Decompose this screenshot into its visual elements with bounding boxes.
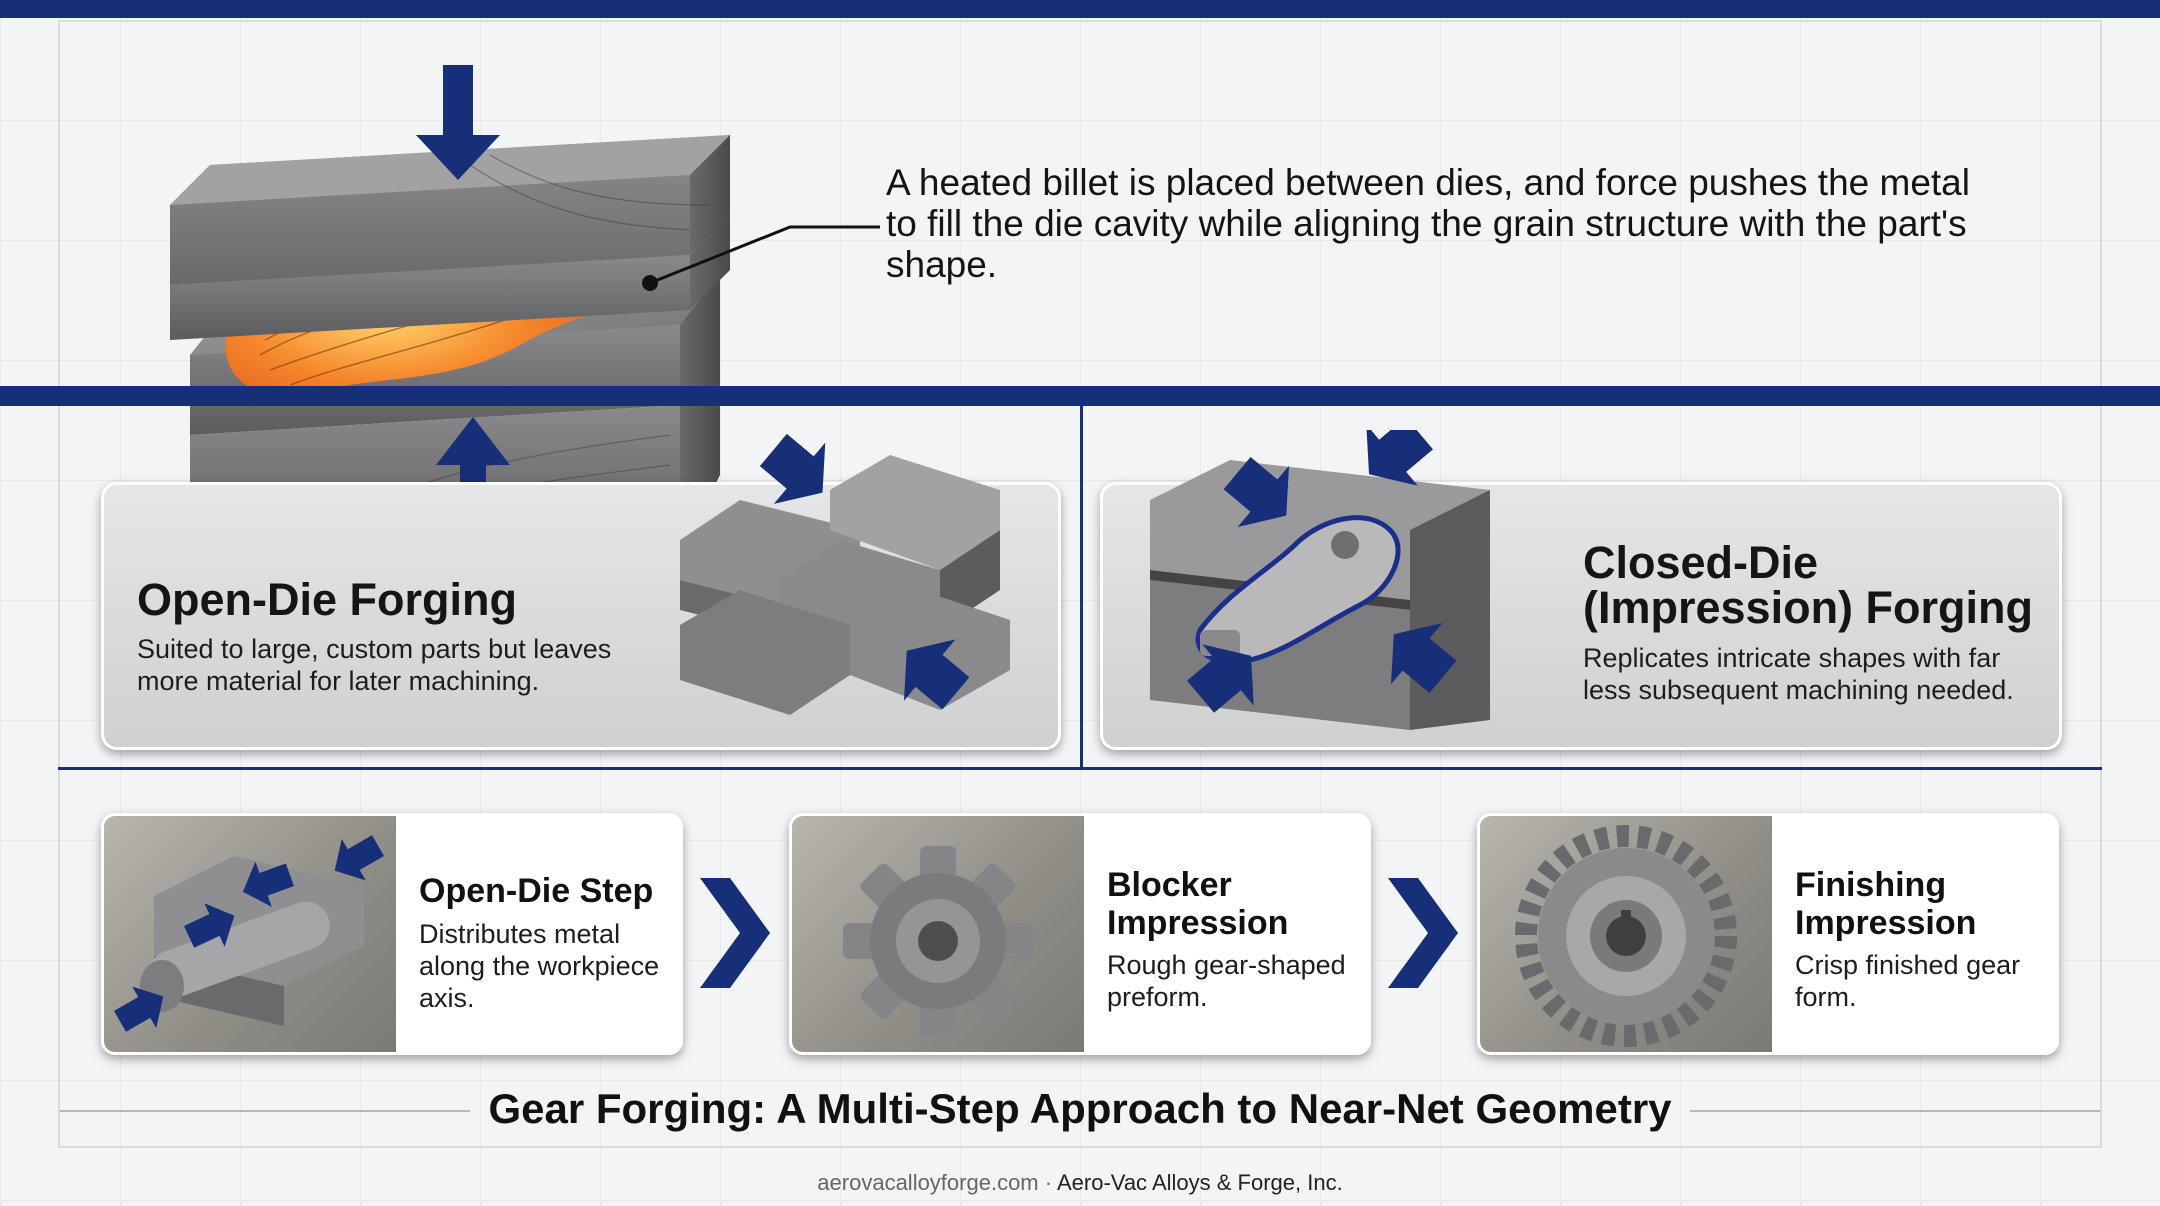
step-blocker-image — [792, 816, 1084, 1052]
open-die-title: Open-Die Forging — [137, 574, 517, 625]
step-card-blocker: Blocker Impression Rough gear-shaped pre… — [789, 813, 1371, 1055]
callout-leader-line — [642, 225, 880, 291]
open-die-blocks-illustration — [680, 433, 1010, 715]
top-accent-bar — [0, 0, 2160, 18]
step-open-die-image — [104, 816, 396, 1052]
closed-die-title-line1: Closed-Die — [1583, 537, 1819, 588]
credit-website: aerovacalloyforge.com — [817, 1170, 1039, 1195]
footer-rule-right — [1690, 1110, 2100, 1112]
step-card-open-die: Open-Die Step Distributes metal along th… — [101, 813, 683, 1055]
step-open-die-title: Open-Die Step — [419, 872, 654, 910]
closed-die-title-line2: (Impression) Forging — [1583, 582, 2033, 633]
content-frame — [58, 20, 2102, 1148]
step-open-die-description: Distributes metal along the workpiece ax… — [419, 919, 660, 1013]
credit-company: Aero-Vac Alloys & Forge, Inc. — [1056, 1170, 1343, 1195]
step-blocker-title: Blocker Impression — [1107, 866, 1289, 942]
step-blocker-description: Rough gear-shaped preform. — [1107, 950, 1346, 1012]
chevron-right-icon — [1388, 878, 1458, 988]
finished-gear-illustration — [1515, 825, 1737, 1047]
section-divider-bar — [0, 386, 2160, 406]
bar-billet-illustration — [114, 835, 384, 1032]
footer-title: Gear Forging: A Multi-Step Approach to N… — [488, 1085, 1672, 1132]
credit-line: aerovacalloyforge.com · Aero-Vac Alloys … — [0, 1170, 2160, 1196]
vertical-divider — [1080, 406, 1083, 768]
intro-description: A heated billet is placed between dies, … — [886, 162, 1970, 285]
step-card-finishing: Finishing Impression Crisp finished gear… — [1477, 813, 2059, 1055]
open-die-description: Suited to large, custom parts but leaves… — [137, 634, 612, 696]
credit-separator: · — [1038, 1170, 1057, 1195]
closed-die-illustration — [1150, 430, 1490, 730]
step-finishing-image — [1480, 816, 1772, 1052]
horizontal-divider — [58, 767, 2102, 770]
closed-die-description: Replicates intricate shapes with far les… — [1583, 643, 2014, 705]
footer-rule-left — [60, 1110, 470, 1112]
step-finishing-title: Finishing Impression — [1795, 866, 1977, 942]
rough-gear-preform-illustration — [843, 846, 1033, 1036]
step-finishing-description: Crisp finished gear form. — [1795, 950, 2021, 1012]
chevron-right-icon — [700, 878, 770, 988]
